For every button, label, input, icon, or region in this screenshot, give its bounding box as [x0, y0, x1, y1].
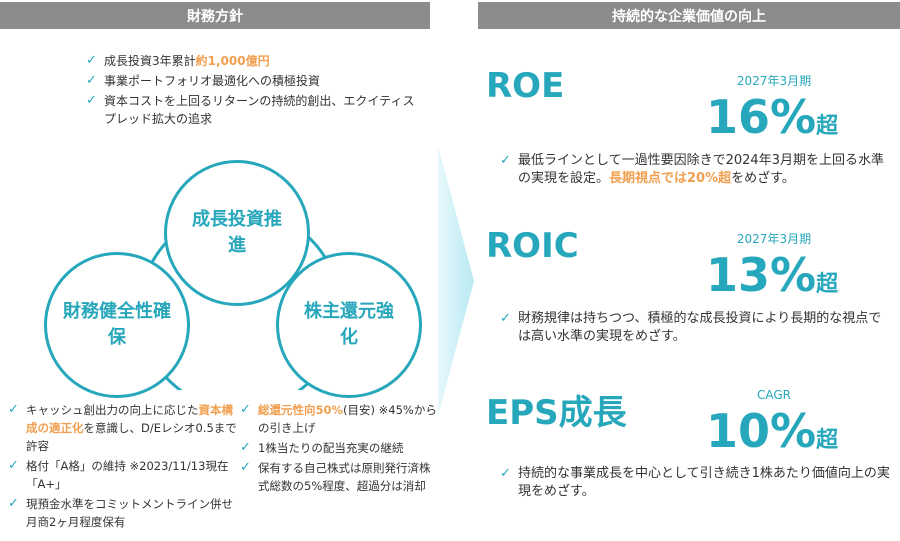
list-item: キャッシュ創出力の向上に応じた資本構成の適正化を意識し、D/Eレシオ0.5まで許… — [8, 401, 238, 455]
eps-description: 持続的な事業成長を中心として引き続き1株あたり価値向上の実現をめざす。 — [500, 465, 890, 503]
roe-title: ROE — [486, 66, 565, 106]
eps-title: EPS成長 — [486, 393, 627, 433]
roic-period: 2027年3月期 — [736, 232, 812, 246]
list-item: 最低ラインとして一過性要因除きで2024年3月期を上回る水準の実現を設定。長期視… — [500, 152, 890, 188]
shareholder-return-circle: 株主還元強化 — [276, 252, 422, 398]
eps-period: CAGR — [756, 388, 791, 402]
soundness-bullet-list: キャッシュ創出力の向上に応じた資本構成の適正化を意識し、D/Eレシオ0.5まで許… — [8, 401, 238, 533]
list-item: 資本コストを上回るリターンの持続的創出、エクイティスプレッド拡大の追求 — [86, 92, 416, 128]
growth-investment-circle: 成長投資推進 — [164, 160, 310, 306]
roe-value: 16%超 — [706, 90, 839, 144]
list-item: 格付「A格」の維持 ※2023/11/13現在「A+」 — [8, 457, 238, 493]
roic-title: ROIC — [486, 226, 579, 266]
list-item: 成長投資3年累計約1,000億円 — [86, 52, 416, 70]
list-item: 財務規律は持ちつつ、積極的な成長投資により長期的な視点では高い水準の実現をめざす… — [500, 310, 890, 346]
eps-value: 10%超 — [706, 404, 839, 458]
roic-value: 13%超 — [706, 248, 839, 302]
roe-description: 最低ラインとして一過性要因除きで2024年3月期を上回る水準の実現を設定。長期視… — [500, 152, 890, 190]
list-item: 事業ポートフォリオ最適化への積極投資 — [86, 72, 416, 90]
policy-bullet-list: 成長投資3年累計約1,000億円 事業ポートフォリオ最適化への積極投資 資本コス… — [86, 52, 416, 130]
return-bullet-list: 総還元性向50%(目安) ※45%からの引き上げ 1株当たりの配当充実の継続 保… — [240, 401, 440, 497]
right-arrow-icon — [438, 146, 474, 416]
policy-venn-diagram: 成長投資推進 財務健全性確保 株主還元強化 — [30, 160, 430, 398]
roe-period: 2027年3月期 — [736, 74, 812, 88]
list-item: 持続的な事業成長を中心として引き続き1株あたり価値向上の実現をめざす。 — [500, 465, 890, 501]
corporate-value-header: 持続的な企業価値の向上 — [478, 2, 900, 29]
list-item: 1株当たりの配当充実の継続 — [240, 439, 440, 457]
financial-soundness-circle: 財務健全性確保 — [44, 252, 190, 398]
roic-description: 財務規律は持ちつつ、積極的な成長投資により長期的な視点では高い水準の実現をめざす… — [500, 310, 890, 348]
list-item: 総還元性向50%(目安) ※45%からの引き上げ — [240, 401, 440, 437]
list-item: 現預金水準をコミットメントライン併せ月商2ヶ月程度保有 — [8, 495, 238, 531]
financial-policy-header: 財務方針 — [0, 2, 430, 29]
list-item: 保有する自己株式は原則発行済株式総数の5%程度、超過分は消却 — [240, 459, 440, 495]
